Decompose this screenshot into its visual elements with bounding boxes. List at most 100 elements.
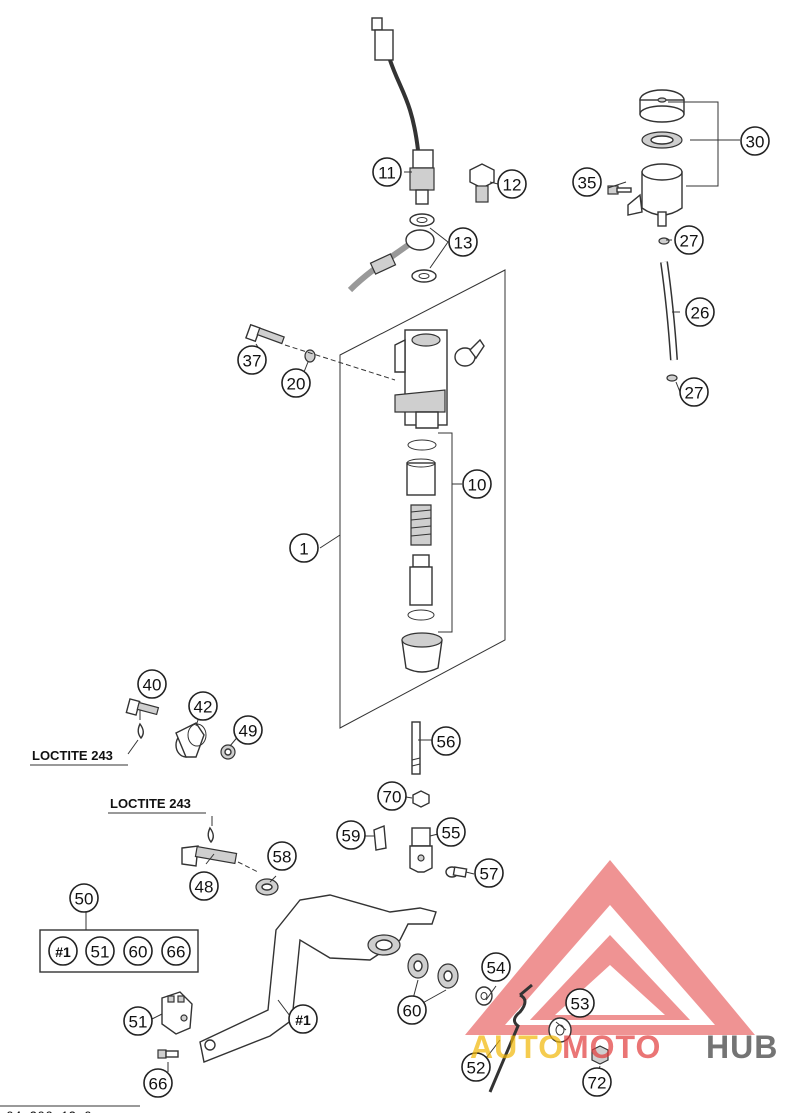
kit-callout-circle	[161, 936, 191, 966]
spring-52	[488, 983, 533, 1093]
callout-17: 51	[123, 1006, 153, 1036]
callout-circle	[448, 227, 478, 257]
watermark-word-b: MOTO	[562, 1029, 661, 1065]
bushing-48	[175, 722, 207, 758]
kit-callout-circle	[85, 936, 115, 966]
callout-circle	[582, 1067, 612, 1097]
callout-circle	[372, 157, 402, 187]
callout-20: 54	[481, 952, 511, 982]
master-cylinder-body	[394, 329, 485, 429]
callout-circle	[462, 469, 492, 499]
callout-circle	[189, 871, 219, 901]
kit-callout-number: 60	[129, 943, 148, 962]
callout-3: 12	[497, 169, 527, 199]
callout-number: 52	[467, 1059, 486, 1078]
clip-59	[373, 825, 387, 851]
screw-66	[157, 1049, 179, 1059]
callout-circle	[436, 817, 466, 847]
callout-circle	[267, 841, 297, 871]
callout-number: 35	[578, 174, 597, 193]
loctite-label-2: LOCTITE 243	[110, 796, 191, 811]
callout-30: #1	[288, 1004, 318, 1034]
callout-24: 58	[267, 841, 297, 871]
callout-12: 40	[137, 669, 167, 699]
piston-kit	[401, 439, 443, 673]
nut-70	[412, 790, 430, 808]
callout-circle	[137, 669, 167, 699]
callout-circle	[740, 126, 770, 156]
kit-group-box	[39, 929, 199, 973]
callout-number: 30	[746, 133, 765, 152]
callout-circle	[565, 988, 595, 1018]
callout-number: 51	[129, 1013, 148, 1032]
callout-number: 37	[243, 352, 262, 371]
hose-fitting	[347, 213, 437, 293]
callout-number: 49	[239, 722, 258, 741]
callout-6: 26	[685, 297, 715, 327]
kit-bracket	[438, 432, 453, 633]
callout-circle	[679, 377, 709, 407]
screw-42	[181, 826, 279, 896]
callout-number: 27	[685, 384, 704, 403]
callout-circle	[233, 715, 263, 745]
callout-circle	[685, 297, 715, 327]
callout-number: 54	[487, 959, 506, 978]
callout-18: 52	[461, 1052, 491, 1082]
callout-number: 58	[273, 848, 292, 867]
callout-13: 42	[188, 691, 218, 721]
callout-circle	[474, 858, 504, 888]
brake-fluid-reservoir	[627, 89, 685, 227]
callout-1: 10	[462, 469, 492, 499]
callout-number: 70	[383, 788, 402, 807]
callout-number: 66	[149, 1075, 168, 1094]
pedal-stop-51	[161, 991, 193, 1035]
callout-15: 49	[233, 715, 263, 745]
bearings-60	[407, 953, 459, 989]
kit-callout-3: 66	[161, 936, 191, 966]
callout-28: 70	[377, 781, 407, 811]
washer-54	[475, 986, 493, 1006]
callout-26: 60	[397, 995, 427, 1025]
callout-number: 27	[680, 232, 699, 251]
callout-number: 59	[342, 827, 361, 846]
callout-circle	[188, 691, 218, 721]
watermark-word-c: HUB	[706, 1029, 778, 1065]
kit-callout-circle	[123, 936, 153, 966]
callout-circle	[289, 533, 319, 563]
callout-circle	[123, 1006, 153, 1036]
kit-callout-2: 60	[123, 936, 153, 966]
watermark-logo	[465, 860, 755, 1035]
callout-circle	[143, 1068, 173, 1098]
callout-2: 11	[372, 157, 402, 187]
callout-23: 57	[474, 858, 504, 888]
callout-25: 59	[336, 820, 366, 850]
figure-code: 04-206-12-0	[6, 1109, 92, 1113]
kit-callout-number: 66	[167, 943, 186, 962]
callout-circle	[431, 726, 461, 756]
pin-57	[445, 866, 468, 878]
callout-circle	[397, 995, 427, 1025]
kit-callout-number: 51	[91, 943, 110, 962]
callout-number: 72	[588, 1074, 607, 1093]
callout-circle	[572, 167, 602, 197]
callout-9: 30	[740, 126, 770, 156]
callout-number: 60	[403, 1002, 422, 1021]
callout-16: 50	[69, 883, 99, 913]
callout-number: 12	[503, 176, 522, 195]
kit-callout-1: 51	[85, 936, 115, 966]
mounting-screw	[245, 323, 396, 381]
watermark-text: AUTO MOTO HUB	[470, 1029, 778, 1065]
callout-circle	[461, 1052, 491, 1082]
pushrod-stud	[411, 721, 421, 775]
callout-circle	[674, 225, 704, 255]
kit-callout-number: #1	[55, 944, 71, 960]
kit-callout-0: #1	[48, 936, 78, 966]
clevis-55	[409, 827, 433, 873]
callout-number: 13	[454, 234, 473, 253]
callout-number: 53	[571, 995, 590, 1014]
callout-circle	[481, 952, 511, 982]
screw-40	[125, 698, 160, 740]
callout-number: 1	[299, 540, 308, 559]
callout-number: 26	[691, 304, 710, 323]
